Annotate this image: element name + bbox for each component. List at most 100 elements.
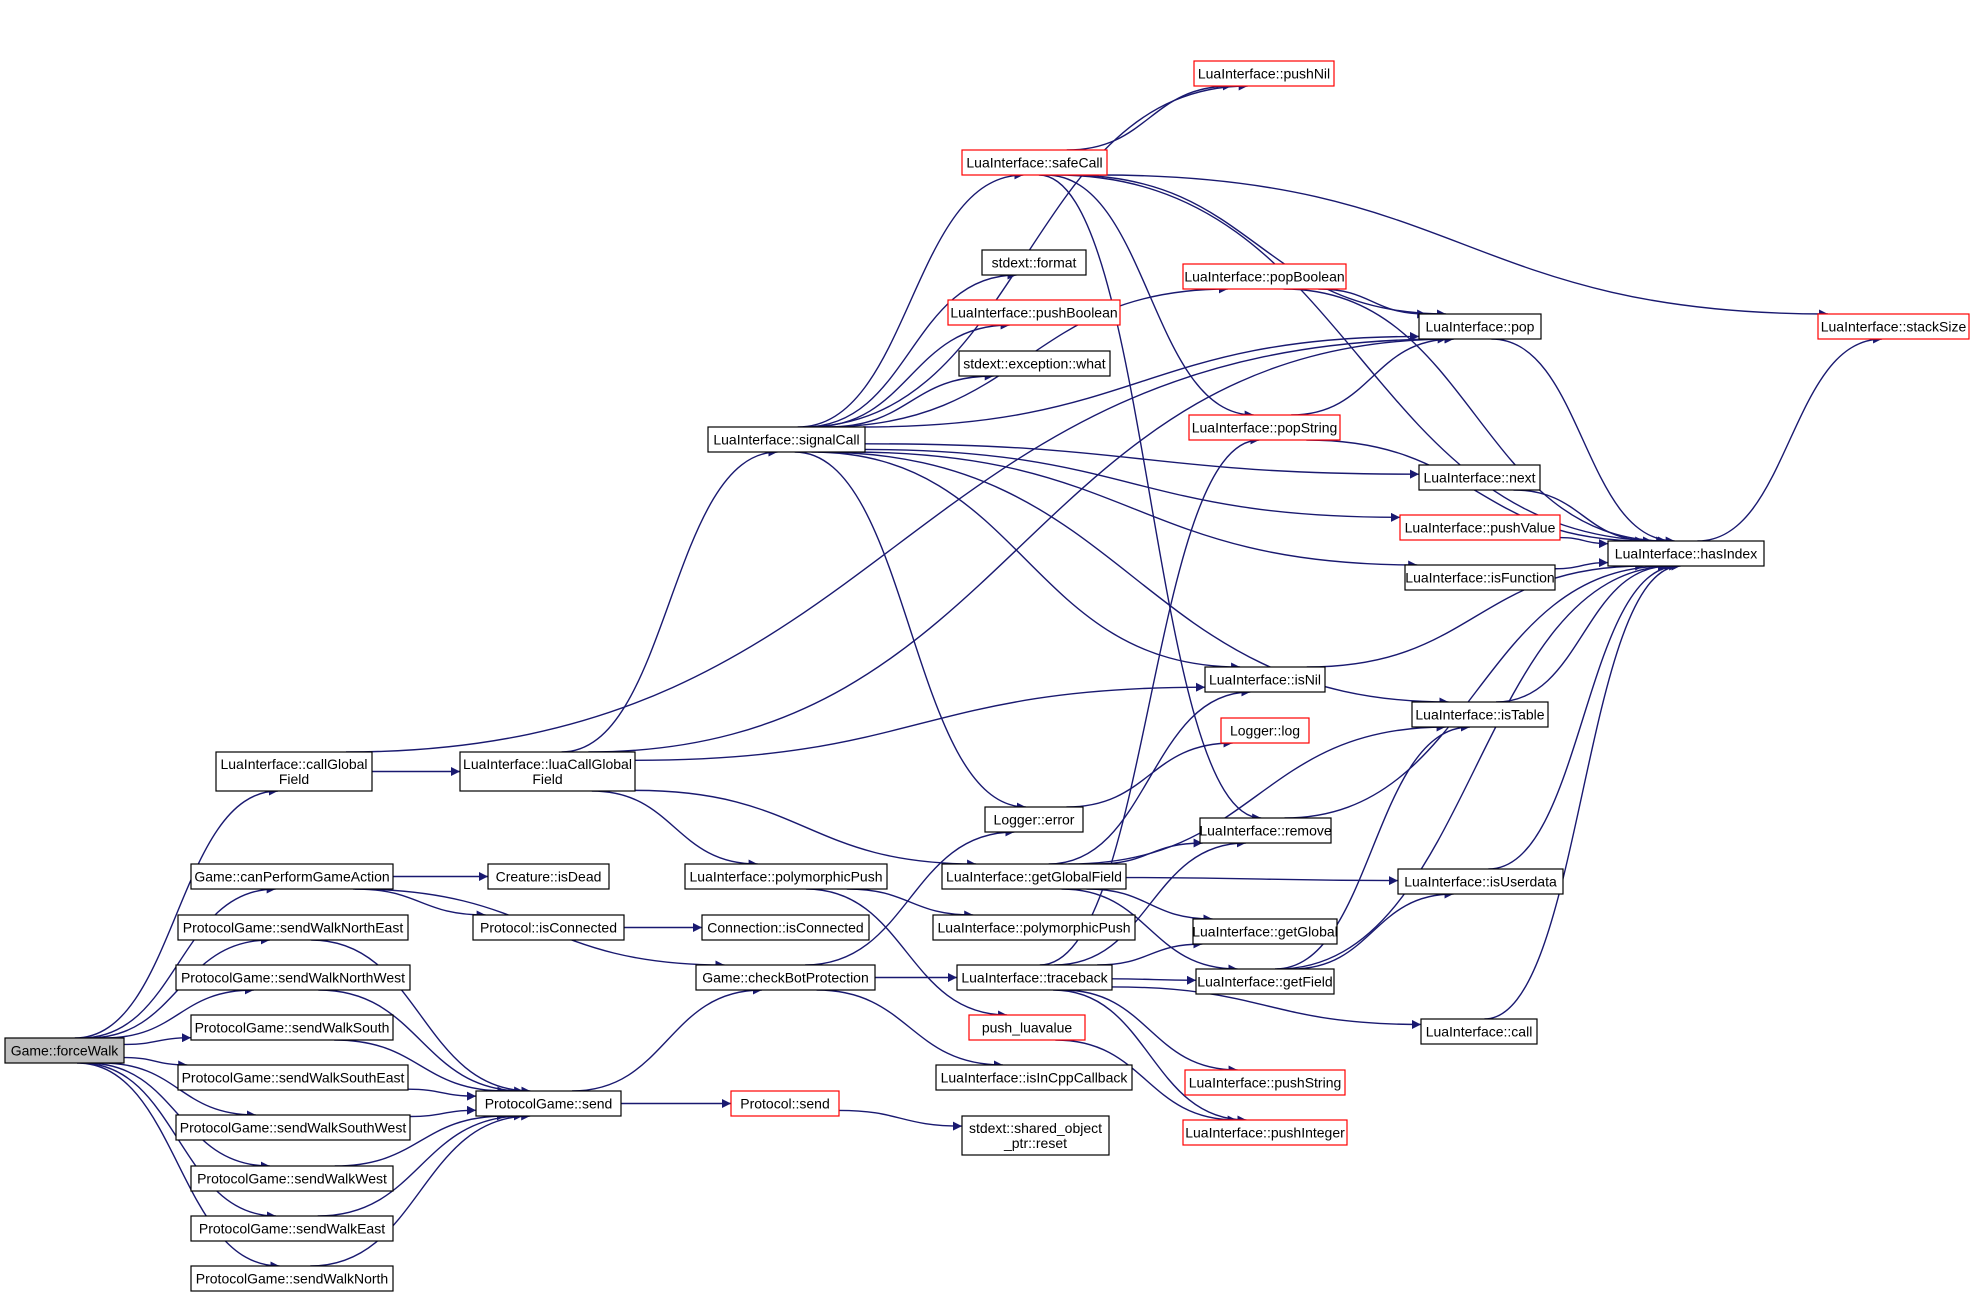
node-box-pushInteger[interactable] (1182, 1119, 1348, 1146)
node-box-pushBoolean[interactable] (947, 299, 1121, 326)
node-isNil[interactable]: LuaInterface::isNil (1204, 666, 1326, 693)
node-getGlobalField[interactable]: LuaInterface::getGlobalField (941, 863, 1127, 890)
node-call[interactable]: LuaInterface::call (1420, 1018, 1538, 1045)
node-canPerformGameAction[interactable]: Game::canPerformGameAction (190, 863, 394, 890)
node-sharedReset[interactable]: stdext::shared_object_ptr::reset (961, 1115, 1110, 1156)
node-box-getField[interactable] (1195, 968, 1335, 995)
node-safeCall[interactable]: LuaInterface::safeCall (961, 149, 1108, 176)
node-connectionIsConnected[interactable]: Connection::isConnected (701, 914, 870, 941)
node-box-sendWalkSouthWest[interactable] (175, 1114, 411, 1141)
node-box-loggerLog[interactable] (1220, 717, 1310, 744)
node-box-isDead[interactable] (487, 863, 610, 890)
node-box-pushValue[interactable] (1399, 514, 1561, 541)
node-box-sendWalkNorthEast[interactable] (177, 914, 409, 941)
node-pushLuavalue[interactable]: push_luavalue (968, 1014, 1086, 1041)
node-box-getGlobalField[interactable] (941, 863, 1127, 890)
node-exceptionWhat[interactable]: stdext::exception::what (958, 350, 1111, 377)
node-box-pushLuavalue[interactable] (968, 1014, 1086, 1041)
node-sendWalkSouthEast[interactable]: ProtocolGame::sendWalkSouthEast (177, 1064, 409, 1091)
node-box-pgSend[interactable] (475, 1090, 622, 1117)
node-box-popBoolean[interactable] (1182, 263, 1347, 290)
node-box-remove[interactable] (1199, 817, 1332, 844)
node-box-sendWalkSouth[interactable] (190, 1014, 394, 1041)
node-box-polymorphicPushMember[interactable] (932, 914, 1136, 941)
node-pushValue[interactable]: LuaInterface::pushValue (1399, 514, 1561, 541)
node-box-sharedReset[interactable] (961, 1115, 1110, 1156)
node-hasIndex[interactable]: LuaInterface::hasIndex (1607, 540, 1765, 567)
node-traceback[interactable]: LuaInterface::traceback (956, 964, 1113, 991)
node-box-isInCppCallback[interactable] (935, 1064, 1133, 1091)
node-box-stackSize[interactable] (1817, 313, 1970, 340)
node-box-sendWalkWest[interactable] (190, 1165, 394, 1192)
node-getGlobal[interactable]: LuaInterface::getGlobal (1192, 918, 1338, 945)
node-pushInteger[interactable]: LuaInterface::pushInteger (1182, 1119, 1348, 1146)
node-box-polymorphicPushFree[interactable] (684, 863, 888, 890)
node-box-format[interactable] (981, 249, 1087, 276)
node-pushString[interactable]: LuaInterface::pushString (1184, 1069, 1346, 1096)
node-sendWalkEast[interactable]: ProtocolGame::sendWalkEast (190, 1215, 394, 1242)
node-box-hasIndex[interactable] (1607, 540, 1765, 567)
node-isUserdata[interactable]: LuaInterface::isUserdata (1397, 868, 1564, 895)
node-box-next[interactable] (1418, 464, 1541, 491)
node-sendWalkNorth[interactable]: ProtocolGame::sendWalkNorth (190, 1265, 394, 1292)
node-protocolIsConnected[interactable]: Protocol::isConnected (472, 914, 625, 941)
node-box-sendWalkNorth[interactable] (190, 1265, 394, 1292)
node-signalCall[interactable]: LuaInterface::signalCall (707, 426, 866, 453)
node-sendWalkSouth[interactable]: ProtocolGame::sendWalkSouth (190, 1014, 394, 1041)
node-box-call[interactable] (1420, 1018, 1538, 1045)
node-box-forceWalk[interactable] (4, 1037, 125, 1064)
node-box-luaCallGlobalField[interactable] (459, 751, 636, 792)
node-box-sendWalkEast[interactable] (190, 1215, 394, 1242)
node-isTable[interactable]: LuaInterface::isTable (1411, 701, 1549, 728)
node-isFunction[interactable]: LuaInterface::isFunction (1404, 564, 1556, 591)
node-isInCppCallback[interactable]: LuaInterface::isInCppCallback (935, 1064, 1133, 1091)
node-pushBoolean[interactable]: LuaInterface::pushBoolean (947, 299, 1121, 326)
node-box-traceback[interactable] (956, 964, 1113, 991)
node-box-connectionIsConnected[interactable] (701, 914, 870, 941)
node-popString[interactable]: LuaInterface::popString (1188, 414, 1341, 441)
node-sendWalkSouthWest[interactable]: ProtocolGame::sendWalkSouthWest (175, 1114, 411, 1141)
node-box-isFunction[interactable] (1404, 564, 1556, 591)
node-box-getGlobal[interactable] (1192, 918, 1338, 945)
node-box-loggerError[interactable] (984, 806, 1084, 833)
node-sendWalkNorthWest[interactable]: ProtocolGame::sendWalkNorthWest (175, 964, 411, 991)
node-box-pushNil[interactable] (1193, 60, 1335, 87)
node-box-safeCall[interactable] (961, 149, 1108, 176)
node-box-sendWalkSouthEast[interactable] (177, 1064, 409, 1091)
node-box-protocolSend[interactable] (730, 1090, 840, 1117)
node-box-exceptionWhat[interactable] (958, 350, 1111, 377)
node-stackSize[interactable]: LuaInterface::stackSize (1817, 313, 1970, 340)
node-format[interactable]: stdext::format (981, 249, 1087, 276)
node-box-popString[interactable] (1188, 414, 1341, 441)
node-box-pushString[interactable] (1184, 1069, 1346, 1096)
node-box-canPerformGameAction[interactable] (190, 863, 394, 890)
node-loggerError[interactable]: Logger::error (984, 806, 1084, 833)
node-polymorphicPushMember[interactable]: LuaInterface::polymorphicPush (932, 914, 1136, 941)
node-box-isUserdata[interactable] (1397, 868, 1564, 895)
node-getField[interactable]: LuaInterface::getField (1195, 968, 1335, 995)
node-box-isNil[interactable] (1204, 666, 1326, 693)
node-box-isTable[interactable] (1411, 701, 1549, 728)
node-forceWalk[interactable]: Game::forceWalk (4, 1037, 125, 1064)
node-sendWalkNorthEast[interactable]: ProtocolGame::sendWalkNorthEast (177, 914, 409, 941)
node-protocolSend[interactable]: Protocol::send (730, 1090, 840, 1117)
node-checkBotProtection[interactable]: Game::checkBotProtection (695, 964, 876, 991)
node-polymorphicPushFree[interactable]: LuaInterface::polymorphicPush (684, 863, 888, 890)
node-box-callGlobalField[interactable] (215, 751, 373, 792)
node-loggerLog[interactable]: Logger::log (1220, 717, 1310, 744)
node-sendWalkWest[interactable]: ProtocolGame::sendWalkWest (190, 1165, 394, 1192)
node-box-signalCall[interactable] (707, 426, 866, 453)
node-pushNil[interactable]: LuaInterface::pushNil (1193, 60, 1335, 87)
node-box-pop[interactable] (1418, 313, 1542, 340)
node-pgSend[interactable]: ProtocolGame::send (475, 1090, 622, 1117)
node-popBoolean[interactable]: LuaInterface::popBoolean (1182, 263, 1347, 290)
node-box-protocolIsConnected[interactable] (472, 914, 625, 941)
node-remove[interactable]: LuaInterface::remove (1199, 817, 1332, 844)
node-isDead[interactable]: Creature::isDead (487, 863, 610, 890)
node-next[interactable]: LuaInterface::next (1418, 464, 1541, 491)
node-pop[interactable]: LuaInterface::pop (1418, 313, 1542, 340)
node-box-checkBotProtection[interactable] (695, 964, 876, 991)
node-box-sendWalkNorthWest[interactable] (175, 964, 411, 991)
